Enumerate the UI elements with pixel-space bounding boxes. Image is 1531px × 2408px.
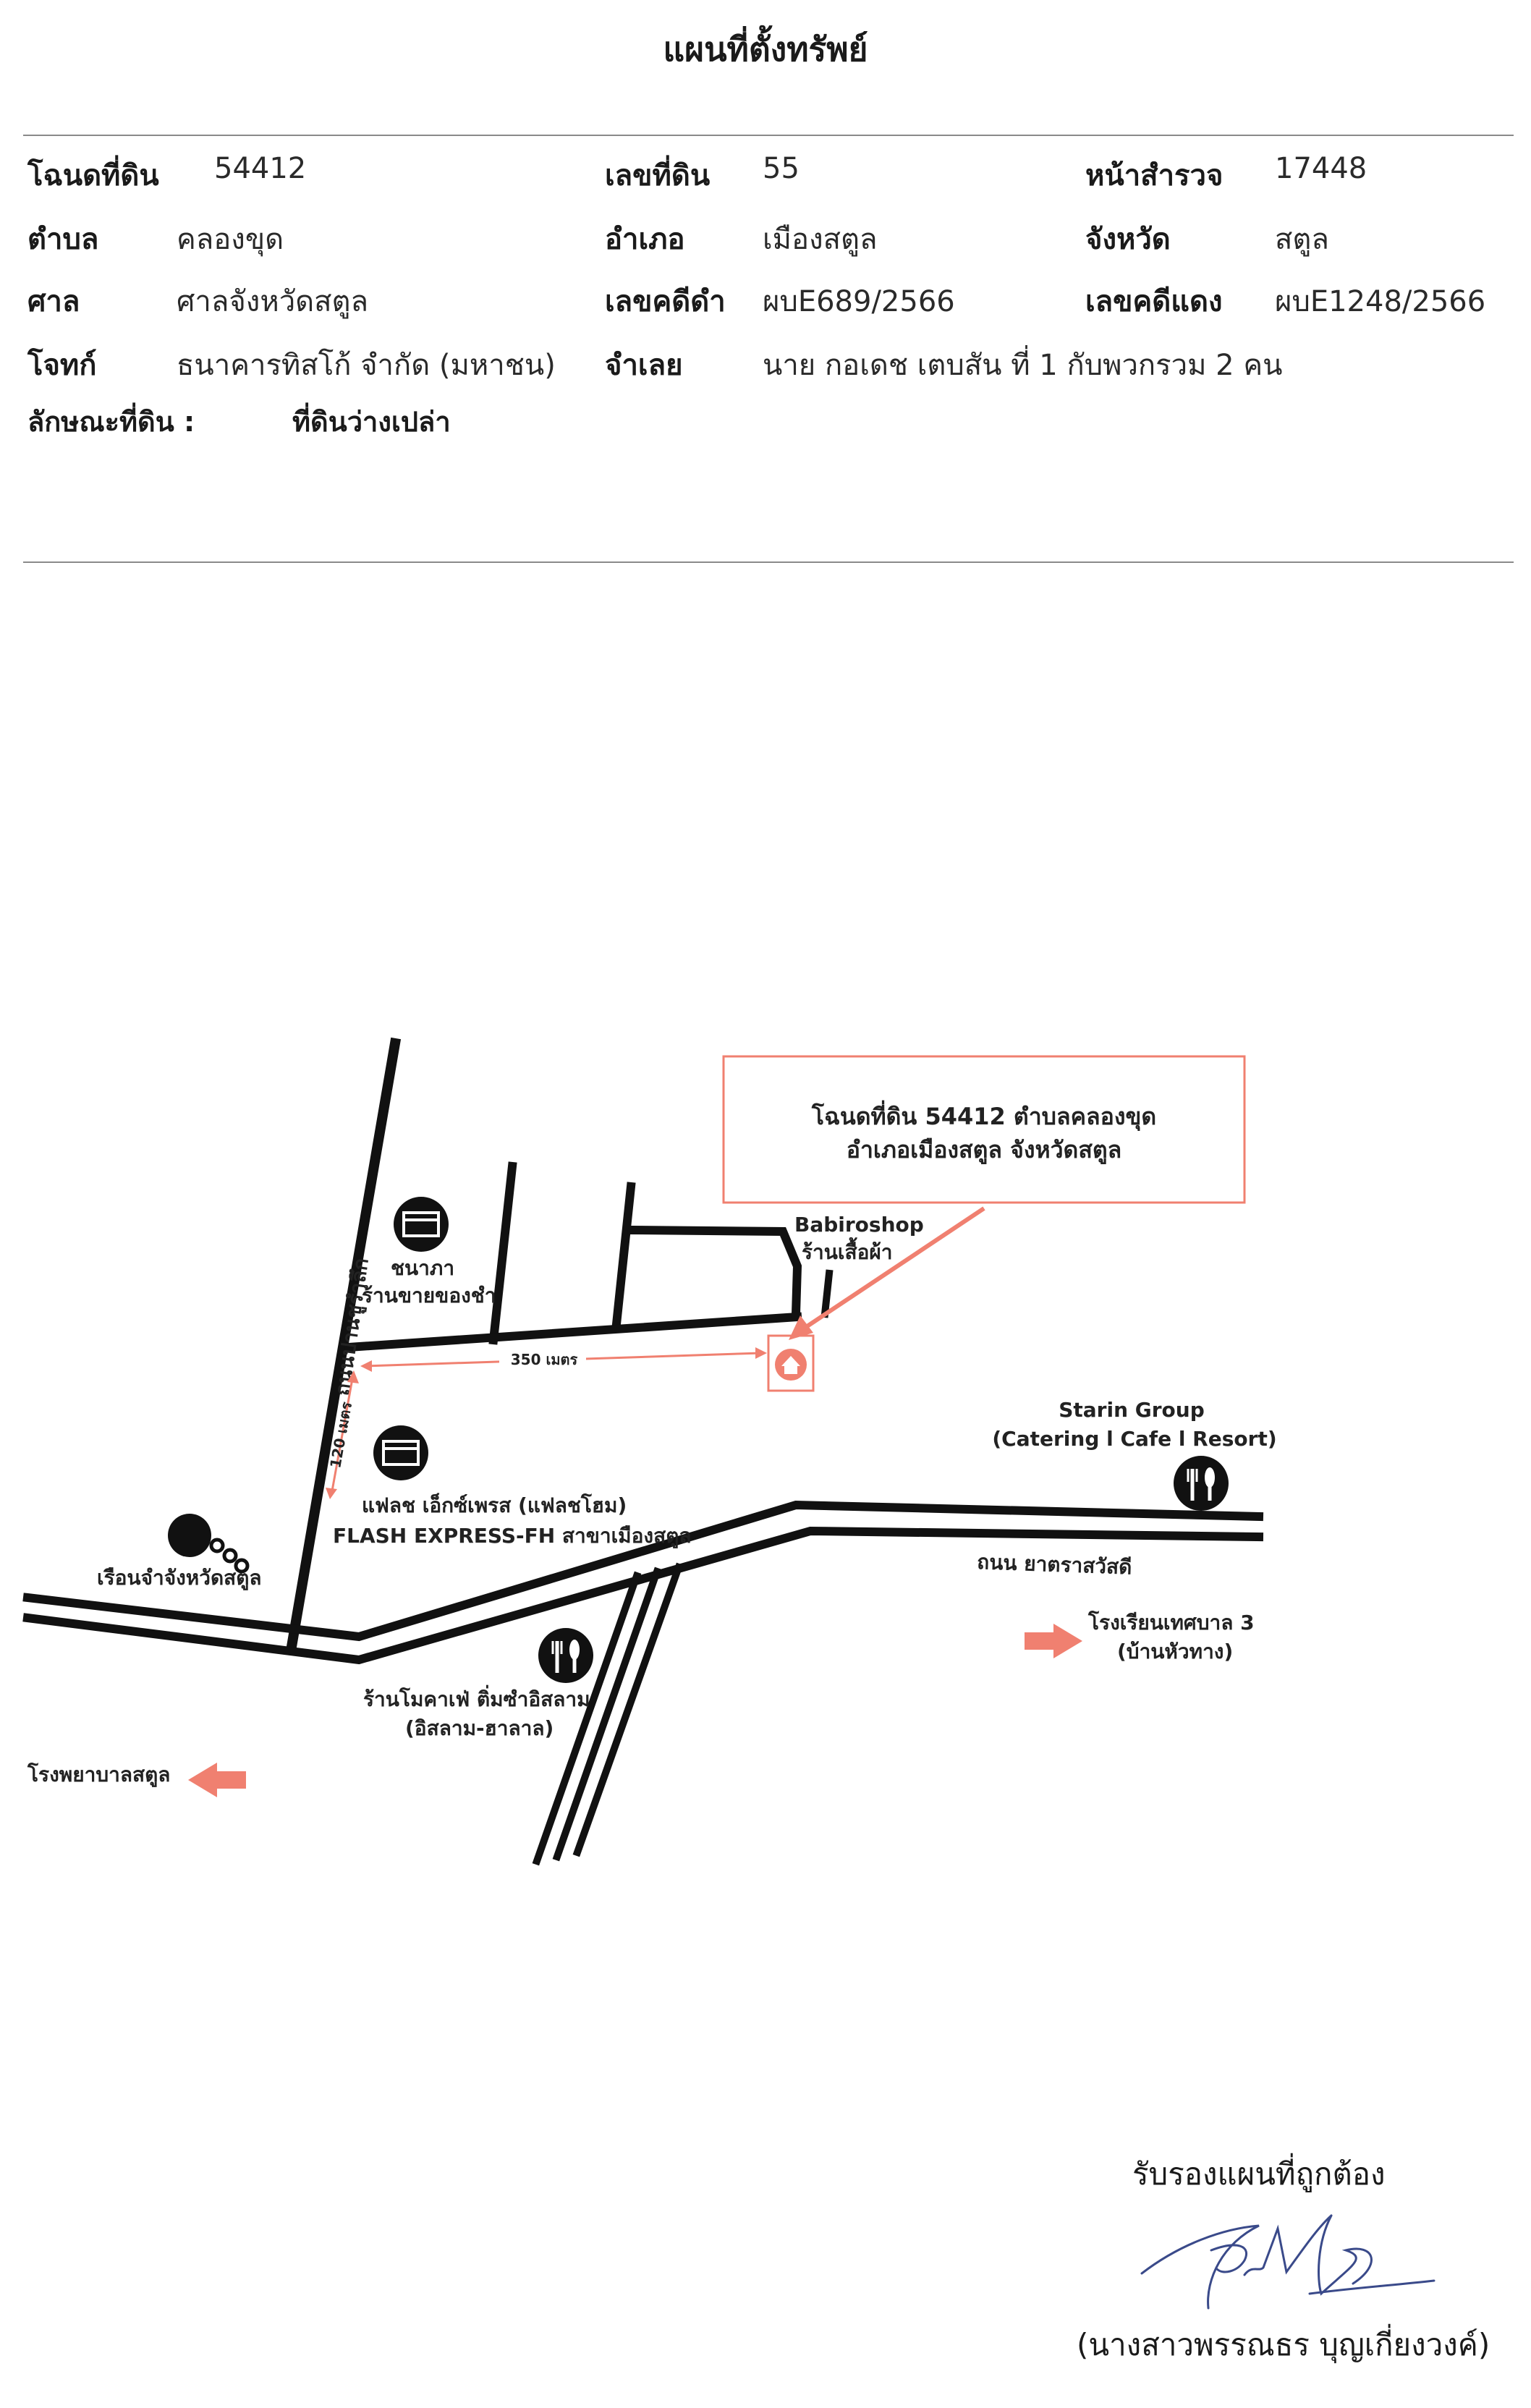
page-title: แผนที่ตั้งทรัพย์ [663, 30, 868, 69]
flash-th: แฟลช เอ็กซ์เพรส (แฟลชโฮม) [362, 1493, 627, 1517]
defendant-value: นาย กอเดช เตบสัน ที่ 1 กับพวกรวม 2 คน [763, 349, 1283, 382]
road-right-label: ถนน ยาตราสวัสดี [977, 1550, 1132, 1579]
deed-label: โฉนดที่ดิน [27, 159, 159, 192]
shop-icon [373, 1425, 428, 1480]
subdistrict-label: ตำบล [27, 223, 99, 256]
red-case-label: เลขคดีแดง [1085, 285, 1223, 318]
certify-text: รับรองแผนที่ถูกต้อง [1132, 2156, 1386, 2192]
callout-box [722, 1055, 1246, 1204]
plaintiff-label: โจทก์ [27, 349, 97, 382]
road-panchu [286, 1037, 402, 1649]
province-label: จังหวัด [1085, 223, 1171, 256]
road-stub [820, 1269, 834, 1318]
cafe-line1: ร้านโมคาเฟ่ ติ่มซำอิสลาม [363, 1684, 590, 1711]
district-label: อำเภอ [605, 223, 685, 256]
black-case-value: ผบE689/2566 [763, 285, 955, 318]
prison-label: เรือนจำจังหวัดสตูล [97, 1566, 262, 1590]
callout-pointer [800, 1206, 985, 1332]
court-label: ศาล [27, 285, 80, 318]
callout-line1: โฉนดที่ดิน 54412 ตำบลคลองขุด [811, 1100, 1156, 1132]
chanapa-desc: ร้านขายของชำ [362, 1284, 496, 1307]
road-bend [627, 1225, 802, 1319]
defendant-label: จำเลย [605, 349, 683, 382]
callout-pointer-head [789, 1315, 813, 1340]
survey-label: หน้าสำรวจ [1085, 159, 1223, 192]
dist-350-arrow-l [360, 1360, 372, 1372]
hospital-label: โรงพยาบาลสตูล [27, 1762, 170, 1787]
diag-road-1 [532, 1571, 642, 1866]
starin-name: Starin Group [1059, 1398, 1205, 1422]
dist-350-label: 350 เมตร [511, 1351, 578, 1368]
road-side-1 [488, 1161, 517, 1345]
arrow-right-icon [1025, 1624, 1082, 1658]
home-icon [775, 1349, 807, 1381]
black-case-label: เลขคดีดำ [605, 285, 726, 318]
location-map: โฉนดที่ดิน 54412 ตำบลคลองขุด อำเภอเมืองส… [22, 1037, 1277, 1866]
road-cross [344, 1312, 802, 1352]
land-type-label: ลักษณะที่ดิน : [27, 406, 195, 438]
flash-en: FLASH EXPRESS-FH สาขาเมืองสตูล [333, 1524, 692, 1548]
land-no-value: 55 [763, 152, 800, 185]
dist-350-arrow-r [755, 1347, 767, 1359]
main-road-bottom [22, 1526, 1264, 1665]
cafe-line2: (อิสลาม-ฮาลาล) [405, 1716, 554, 1740]
province-value: สตูล [1275, 223, 1329, 256]
land-no-label: เลขที่ดิน [605, 159, 711, 192]
school-line2: (บ้านหัวทาง) [1117, 1640, 1233, 1663]
subdistrict-value: คลองขุด [177, 223, 284, 256]
diag-road-2 [552, 1567, 662, 1862]
signer-name: (นางสาวพรรณธร บุญเกี่ยงวงค์) [1077, 2327, 1490, 2362]
shop-icon [394, 1197, 449, 1252]
top-divider [23, 135, 1514, 136]
starin-desc: (Catering l Cafe l Resort) [992, 1427, 1276, 1451]
court-value: ศาลจังหวัดสตูล [177, 285, 369, 318]
chanapa-name: ชนาภา [391, 1256, 454, 1280]
red-case-value: ผบE1248/2566 [1275, 285, 1486, 318]
callout-line2: อำเภอเมืองสตูล จังหวัดสตูล [847, 1136, 1122, 1165]
restaurant-icon [538, 1628, 593, 1683]
dist-120-line [330, 1374, 355, 1496]
road-network [22, 1037, 1264, 1866]
restaurant-icon [1174, 1456, 1229, 1511]
signature [1140, 2214, 1435, 2310]
school-line1: โรงเรียนเทศบาล 3 [1087, 1610, 1255, 1635]
diag-road-3 [572, 1562, 684, 1857]
road-side-2 [611, 1182, 636, 1329]
district-value: เมืองสตูล [763, 223, 878, 256]
dist-120-arrow-b [326, 1488, 337, 1499]
babiroshop-th: ร้านเสื้อผ้า [802, 1237, 893, 1264]
prison-ball-icon [168, 1514, 250, 1574]
deed-value: 54412 [214, 152, 307, 185]
plaintiff-value: ธนาคารทิสโก้ จำกัด (มหาชน) [177, 349, 556, 382]
dist-120-arrow-t [347, 1370, 359, 1383]
bottom-divider [23, 561, 1514, 563]
main-road-top [22, 1500, 1264, 1642]
property-marker [767, 1334, 815, 1392]
land-type-value: ที่ดินว่างเปล่า [292, 406, 451, 438]
babiroshop-en: Babiroshop [794, 1213, 924, 1237]
survey-value: 17448 [1275, 152, 1367, 185]
arrow-left-icon [188, 1763, 246, 1797]
